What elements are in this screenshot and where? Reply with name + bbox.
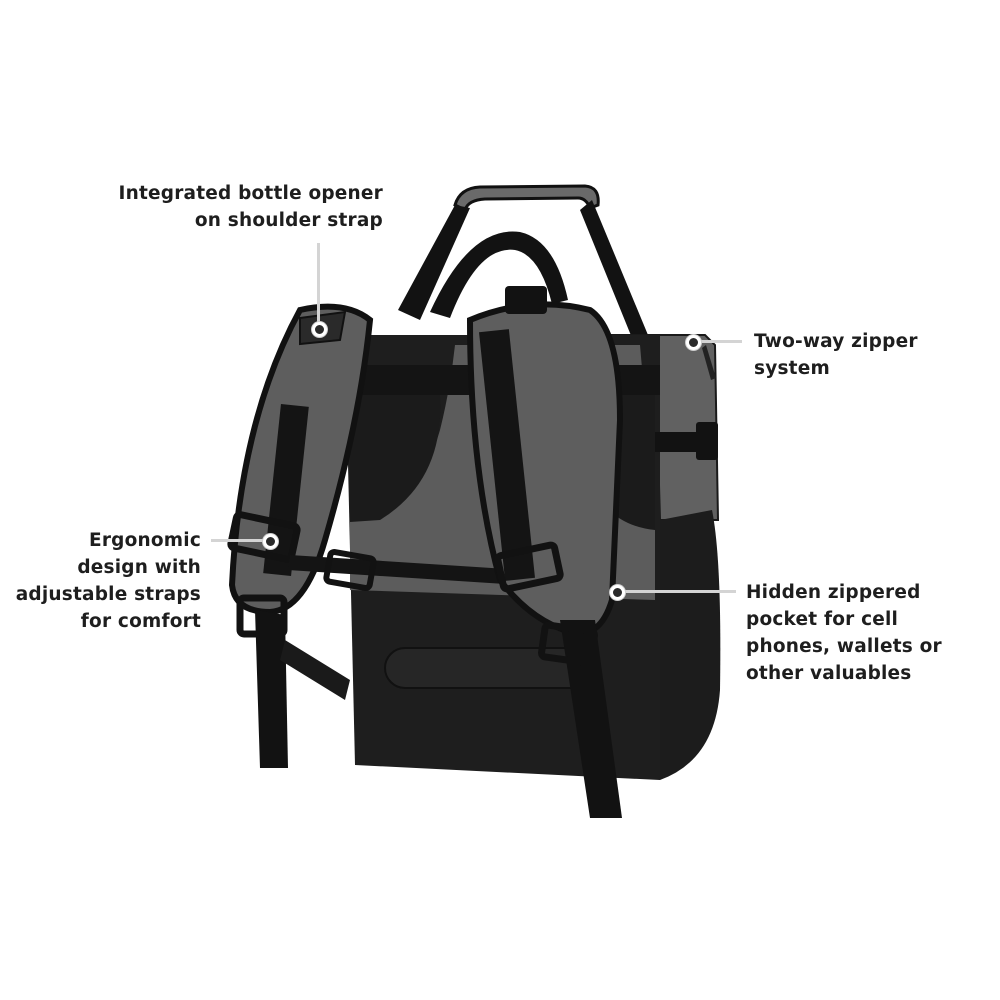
callout-bottle-opener: Integrated bottle opener on shoulder str… xyxy=(119,180,383,234)
callout-hidden-pocket-line-3: phones, wallets or xyxy=(746,636,942,657)
callout-hidden-pocket: Hidden zippered pocket for cell phones, … xyxy=(746,579,942,687)
sternum-buckle-right xyxy=(494,541,564,593)
lower-strap-left-diag xyxy=(280,640,350,700)
side-buckle xyxy=(696,422,718,460)
callout-bottle-opener-line-1: Integrated bottle opener xyxy=(118,183,383,204)
tote-handle-left xyxy=(398,205,470,320)
lumbar-pad xyxy=(384,647,596,689)
callout-ergonomic-line-3: adjustable straps xyxy=(15,584,201,605)
callout-hidden-pocket-line-1: Hidden zippered xyxy=(746,582,921,603)
callout-ergonomic-leader xyxy=(211,539,266,542)
callout-zipper-leader xyxy=(696,340,742,343)
callout-bottle-opener-line-2: on shoulder strap xyxy=(194,210,383,231)
callout-ergonomic-dot xyxy=(263,534,278,549)
side-mesh-pocket xyxy=(660,510,721,780)
strap-webbing-left xyxy=(263,404,309,576)
callout-hidden-pocket-dot xyxy=(610,585,625,600)
lower-strap-right xyxy=(560,620,622,818)
callout-hidden-pocket-line-4: other valuables xyxy=(746,663,912,684)
callout-bottle-opener-dot xyxy=(312,322,327,337)
buckle-left-lower xyxy=(236,594,288,638)
callout-ergonomic: Ergonomic design with adjustable straps … xyxy=(16,527,201,635)
callout-ergonomic-line-1: Ergonomic xyxy=(89,530,201,551)
top-handle xyxy=(453,184,600,213)
strap-loop-top xyxy=(505,286,547,314)
callout-hidden-pocket-leader xyxy=(622,590,736,593)
callout-zipper-dot xyxy=(686,335,701,350)
callout-ergonomic-line-2: design with xyxy=(77,557,201,578)
callout-hidden-pocket-line-2: pocket for cell xyxy=(746,609,899,630)
callout-zipper: Two-way zipper system xyxy=(754,328,918,382)
callout-bottle-opener-leader xyxy=(317,243,320,323)
callout-ergonomic-line-4: for comfort xyxy=(80,611,201,632)
mesh-inset-left xyxy=(350,395,441,522)
buckle-right-lower xyxy=(538,621,598,667)
side-strap xyxy=(655,432,700,452)
tote-handle-right xyxy=(580,200,648,338)
tote-handle-inner xyxy=(430,231,568,318)
sternum-buckle-left xyxy=(323,549,377,591)
buckle-left-upper xyxy=(227,511,301,563)
lower-strap-left xyxy=(255,610,288,768)
strap-webbing-right xyxy=(479,329,535,581)
callout-zipper-line-2: system xyxy=(754,358,830,379)
callout-zipper-line-1: Two-way zipper xyxy=(754,331,918,352)
zipper-pull xyxy=(702,345,716,380)
